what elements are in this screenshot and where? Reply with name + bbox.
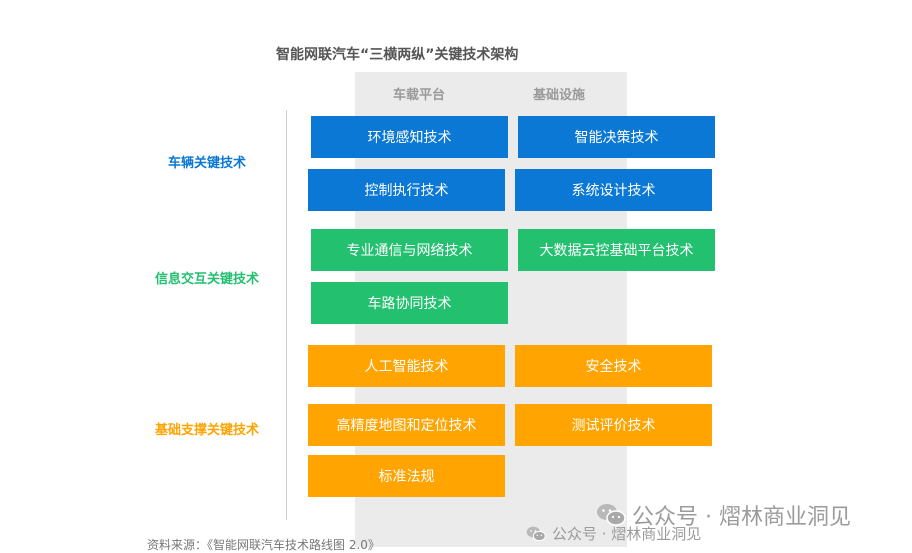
category-base-support-tech: 基础支撑关键技术 bbox=[154, 423, 259, 438]
box-communication-network: 专业通信与网络技术 bbox=[311, 229, 508, 271]
watermark-small-text: 公众号 · 熠林商业洞见 bbox=[552, 525, 702, 543]
source-note: 资料来源：《智能网联汽车技术路线图 2.0》 bbox=[147, 538, 380, 552]
column-header-vehicle-platform: 车载平台 bbox=[393, 88, 446, 103]
category-divider bbox=[286, 110, 287, 520]
box-security: 安全技术 bbox=[515, 345, 712, 387]
box-environment-perception: 环境感知技术 bbox=[311, 116, 508, 158]
box-intelligent-decision: 智能决策技术 bbox=[518, 116, 715, 158]
wechat-icon bbox=[597, 504, 626, 526]
box-control-execution: 控制执行技术 bbox=[308, 169, 505, 211]
column-header-infrastructure: 基础设施 bbox=[533, 88, 586, 103]
box-system-design: 系统设计技术 bbox=[515, 169, 712, 211]
diagram-title: 智能网联汽车“三横两纵”关键技术架构 bbox=[276, 47, 519, 63]
category-vehicle-tech: 车辆关键技术 bbox=[167, 156, 246, 171]
watermark-large: 公众号 · 熠林商业洞见 bbox=[596, 499, 851, 531]
category-info-interaction-tech: 信息交互关键技术 bbox=[154, 272, 259, 287]
box-hd-map-positioning: 高精度地图和定位技术 bbox=[308, 404, 505, 446]
wechat-icon bbox=[526, 526, 546, 541]
box-vehicle-road-cooperation: 车路协同技术 bbox=[311, 282, 508, 324]
watermark-large-text: 公众号 · 熠林商业洞见 bbox=[632, 505, 851, 530]
box-test-evaluation: 测试评价技术 bbox=[515, 404, 712, 446]
watermark-small: 公众号 · 熠林商业洞见 bbox=[526, 523, 701, 544]
box-bigdata-cloud-platform: 大数据云控基础平台技术 bbox=[518, 229, 715, 271]
box-standards-regulations: 标准法规 bbox=[308, 455, 505, 497]
box-artificial-intelligence: 人工智能技术 bbox=[308, 345, 505, 387]
